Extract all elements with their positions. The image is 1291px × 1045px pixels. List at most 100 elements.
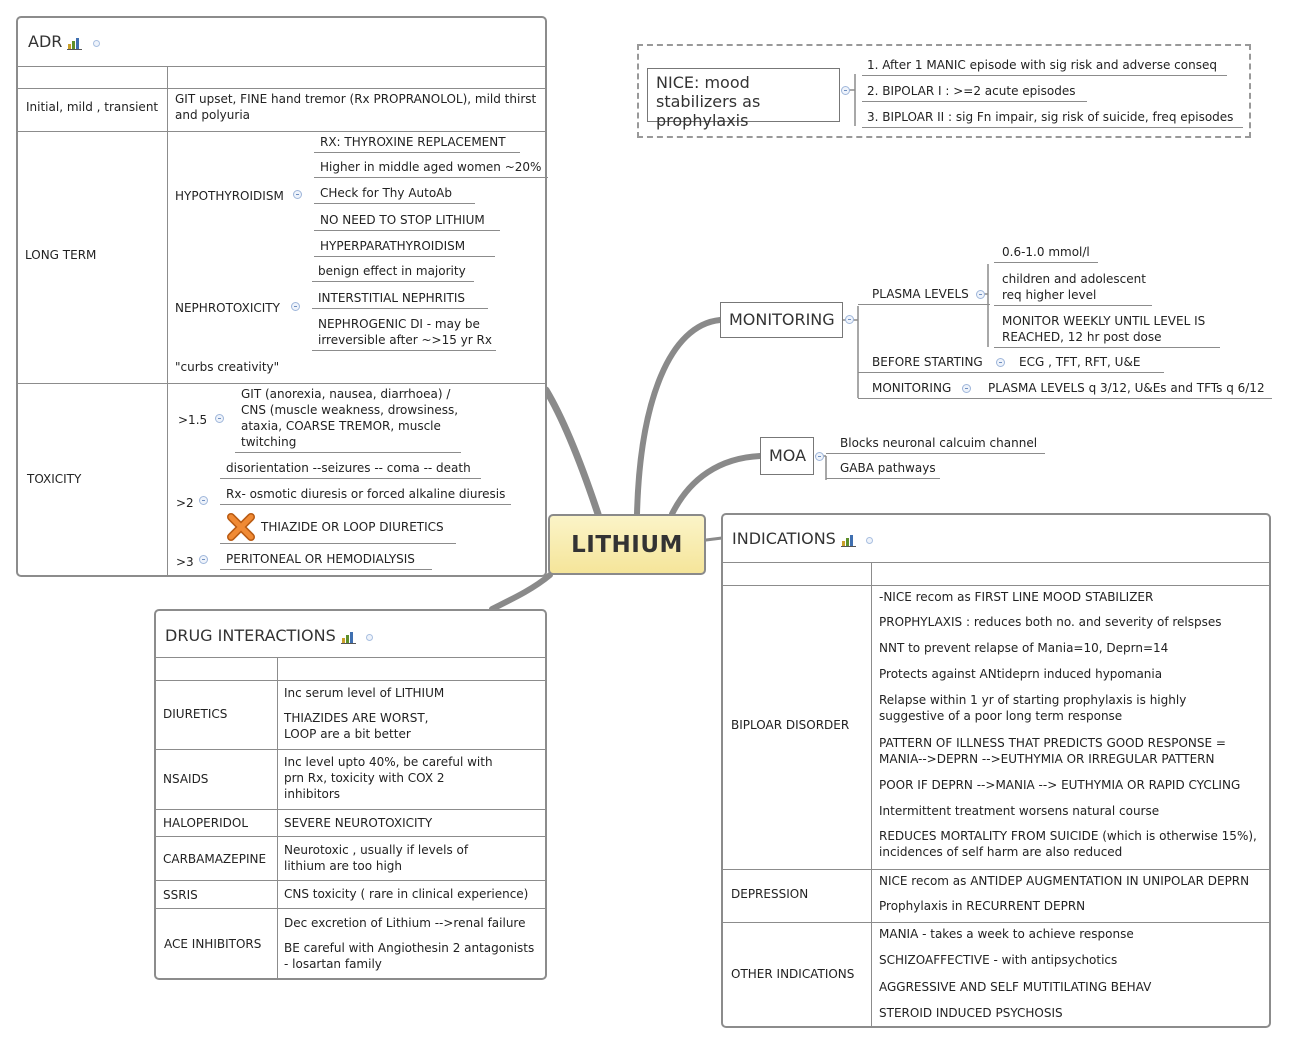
moa-item-2[interactable]: GABA pathways — [826, 461, 940, 479]
branch-drug-interactions — [489, 572, 553, 612]
adr-box[interactable]: ADR Initial, mild , transient GIT upset,… — [16, 16, 547, 577]
nice-item-2[interactable]: 2. BIPOLAR I : >=2 acute episodes — [862, 84, 1087, 102]
drug-row-5-effect-1: CNS toxicity ( rare in clinical experien… — [284, 887, 529, 901]
moa-topic[interactable]: MOA — [760, 437, 814, 475]
before-starting-text[interactable]: ECG , TFT, RFT, U&E — [1019, 355, 1141, 369]
bipolar-item-9: REDUCES MORTALITY FROM SUICIDE (which is… — [879, 829, 1257, 859]
gt2-item-2[interactable]: Rx- osmotic diuresis or forced alkaline … — [220, 487, 511, 505]
depression-item-1: NICE recom as ANTIDEP AUGMENTATION IN UN… — [879, 874, 1250, 888]
drug-row-3-effect-1: SEVERE NEUROTOXICITY — [284, 816, 433, 830]
hypo-item-2[interactable]: Higher in middle aged women ~20% — [314, 160, 548, 178]
gt2-item-3: THIAZIDE OR LOOP DIURETICS — [261, 520, 444, 534]
drug-row-2-name: NSAIDS — [163, 772, 209, 786]
curbs-creativity[interactable]: "curbs creativity" — [175, 360, 280, 374]
gt3-text[interactable]: PERITONEAL OR HEMODIALYSIS — [220, 552, 432, 570]
spreadsheet-icon — [340, 631, 356, 644]
gt2-item-1[interactable]: disorientation --seizures -- coma -- dea… — [220, 461, 481, 479]
drug-row-4-name: CARBAMAZEPINE — [163, 852, 267, 866]
nephrotoxicity-label[interactable]: NEPHROTOXICITY — [175, 301, 280, 315]
adr-title: ADR — [28, 32, 63, 51]
hypo-item-3[interactable]: CHeck for Thy AutoAb — [314, 186, 475, 204]
toxicity-gt2-label[interactable]: >2 — [176, 496, 194, 510]
plasma-item-3[interactable]: MONITOR WEEKLY UNTIL LEVEL IS REACHED, 1… — [994, 313, 1220, 348]
depression-label: DEPRESSION — [731, 887, 809, 901]
monitoring-sub-collapse-icon[interactable] — [962, 384, 971, 393]
branch-adr — [542, 386, 602, 518]
gt2-item-3-row[interactable]: THIAZIDE OR LOOP DIURETICS — [220, 510, 456, 544]
drug-interactions-box[interactable]: DRUG INTERACTIONS DIURETICS Inc serum le… — [154, 609, 547, 980]
monitoring-sub-label[interactable]: MONITORING — [858, 381, 1272, 399]
nice-boundary — [637, 44, 1251, 138]
before-starting-label[interactable]: BEFORE STARTING — [858, 355, 1164, 373]
indications-title-row: INDICATIONS — [732, 529, 873, 548]
central-label: LITHIUM — [571, 531, 683, 558]
hypothyroidism-collapse-icon[interactable] — [293, 190, 302, 199]
branch-monitoring — [634, 317, 723, 517]
spreadsheet-icon — [840, 534, 856, 547]
nephro-item-3[interactable]: NEPHROGENIC DI - may be irreversible aft… — [312, 316, 496, 351]
bipolar-item-6: PATTERN OF ILLNESS THAT PREDICTS GOOD RE… — [879, 736, 1226, 766]
plasma-item-2[interactable]: children and adolescent req higher level — [994, 271, 1152, 306]
hypo-item-5[interactable]: HYPERPARATHYROIDISM — [314, 239, 495, 257]
other-item-1: MANIA - takes a week to achieve response — [879, 927, 1134, 941]
nephro-item-2[interactable]: INTERSTITIAL NEPHRITIS — [312, 291, 488, 309]
nice-title: NICE: mood stabilizers as prophylaxis — [656, 73, 761, 130]
adr-title-row: ADR — [28, 32, 100, 51]
toxicity-gt15-label[interactable]: >1.5 — [178, 413, 208, 427]
hypothyroidism-label[interactable]: HYPOTHYROIDISM — [175, 189, 284, 203]
bipolar-item-8: Intermittent treatment worsens natural c… — [879, 804, 1160, 818]
hypo-item-4[interactable]: NO NEED TO STOP LITHIUM — [314, 213, 500, 231]
bipolar-item-5: Relapse within 1 yr of starting prophyla… — [879, 693, 1187, 723]
before-starting-collapse-icon[interactable] — [996, 358, 1005, 367]
drug-row-6-name: ACE INHIBITORS — [164, 937, 262, 951]
central-topic[interactable]: LITHIUM — [548, 514, 706, 575]
monitoring-collapse-icon[interactable] — [845, 315, 854, 324]
moa-title: MOA — [769, 446, 807, 465]
bipolar-item-2: PROPHYLAXIS : reduces both no. and sever… — [879, 615, 1222, 629]
moa-item-1[interactable]: Blocks neuronal calcuim channel — [826, 436, 1045, 454]
monitoring-sub-text[interactable]: PLASMA LEVELS q 3/12, U&Es and TFTs q 6/… — [988, 381, 1265, 395]
cross-icon — [227, 513, 255, 541]
drug-row-2-effect-1: Inc level upto 40%, be careful with prn … — [284, 755, 493, 801]
nephrotoxicity-collapse-icon[interactable] — [291, 302, 300, 311]
nice-item-3[interactable]: 3. BIPLOAR II : sig Fn impair, sig risk … — [862, 110, 1243, 128]
gt2-collapse-icon[interactable] — [199, 496, 208, 505]
drug-row-5-name: SSRIS — [163, 888, 198, 902]
moa-collapse-icon[interactable] — [815, 452, 824, 461]
toxicity-gt3-label[interactable]: >3 — [176, 555, 194, 569]
nice-topic[interactable]: NICE: mood stabilizers as prophylaxis — [647, 68, 840, 130]
drug-row-4-effect-1: Neurotoxic , usually if levels of lithiu… — [284, 843, 469, 873]
drug-row-6-effect-2: BE careful with Angiothesin 2 antagonist… — [284, 941, 535, 971]
gt3-collapse-icon[interactable] — [199, 555, 208, 564]
branch-moa — [669, 453, 763, 517]
drug-row-1-effect-2: THIAZIDES ARE WORST, LOOP are a bit bett… — [284, 711, 429, 741]
indications-box[interactable]: INDICATIONS BIPLOAR DISORDER -NICE recom… — [721, 513, 1271, 1028]
adr-collapse-icon[interactable] — [92, 40, 100, 47]
nice-item-1[interactable]: 1. After 1 MANIC episode with sig risk a… — [862, 58, 1227, 76]
drug-interactions-title: DRUG INTERACTIONS — [165, 626, 336, 645]
monitoring-topic[interactable]: MONITORING — [720, 302, 843, 338]
indications-collapse-icon[interactable] — [866, 537, 873, 544]
other-item-3: AGGRESSIVE AND SELF MUTITILATING BEHAV — [879, 980, 1152, 994]
adr-row-toxicity-label: TOXICITY — [27, 472, 82, 486]
bipolar-item-3: NNT to prevent relapse of Mania=10, Depr… — [879, 641, 1169, 655]
bipolar-label: BIPLOAR DISORDER — [731, 718, 850, 732]
nice-collapse-icon[interactable] — [841, 86, 850, 95]
gt15-text[interactable]: GIT (anorexia, nausea, diarrhoea) / CNS … — [235, 386, 461, 453]
bipolar-item-7: POOR IF DEPRN -->MANIA --> EUTHYMIA OR R… — [879, 778, 1241, 792]
gt15-collapse-icon[interactable] — [215, 414, 224, 423]
other-item-2: SCHIZOAFFECTIVE - with antipsychotics — [879, 953, 1118, 967]
plasma-levels-label[interactable]: PLASMA LEVELS — [858, 287, 990, 305]
depression-item-2: Prophylaxis in RECURRENT DEPRN — [879, 899, 1086, 913]
adr-row-initial-label: Initial, mild , transient — [26, 100, 159, 114]
plasma-item-1[interactable]: 0.6-1.0 mmol/l — [994, 245, 1098, 263]
drug-row-6-effect-1: Dec excretion of Lithium -->renal failur… — [284, 916, 526, 930]
plasma-levels-collapse-icon[interactable] — [976, 290, 985, 299]
hypo-item-1[interactable]: RX: THYROXINE REPLACEMENT — [314, 135, 520, 153]
drug-row-1-effect-1: Inc serum level of LITHIUM — [284, 686, 445, 700]
drug-interactions-title-row: DRUG INTERACTIONS — [165, 626, 373, 645]
other-item-4: STEROID INDUCED PSYCHOSIS — [879, 1006, 1063, 1020]
nephro-item-1[interactable]: benign effect in majority — [312, 264, 474, 282]
other-indications-label: OTHER INDICATIONS — [731, 967, 855, 981]
drug-interactions-collapse-icon[interactable] — [365, 634, 373, 641]
